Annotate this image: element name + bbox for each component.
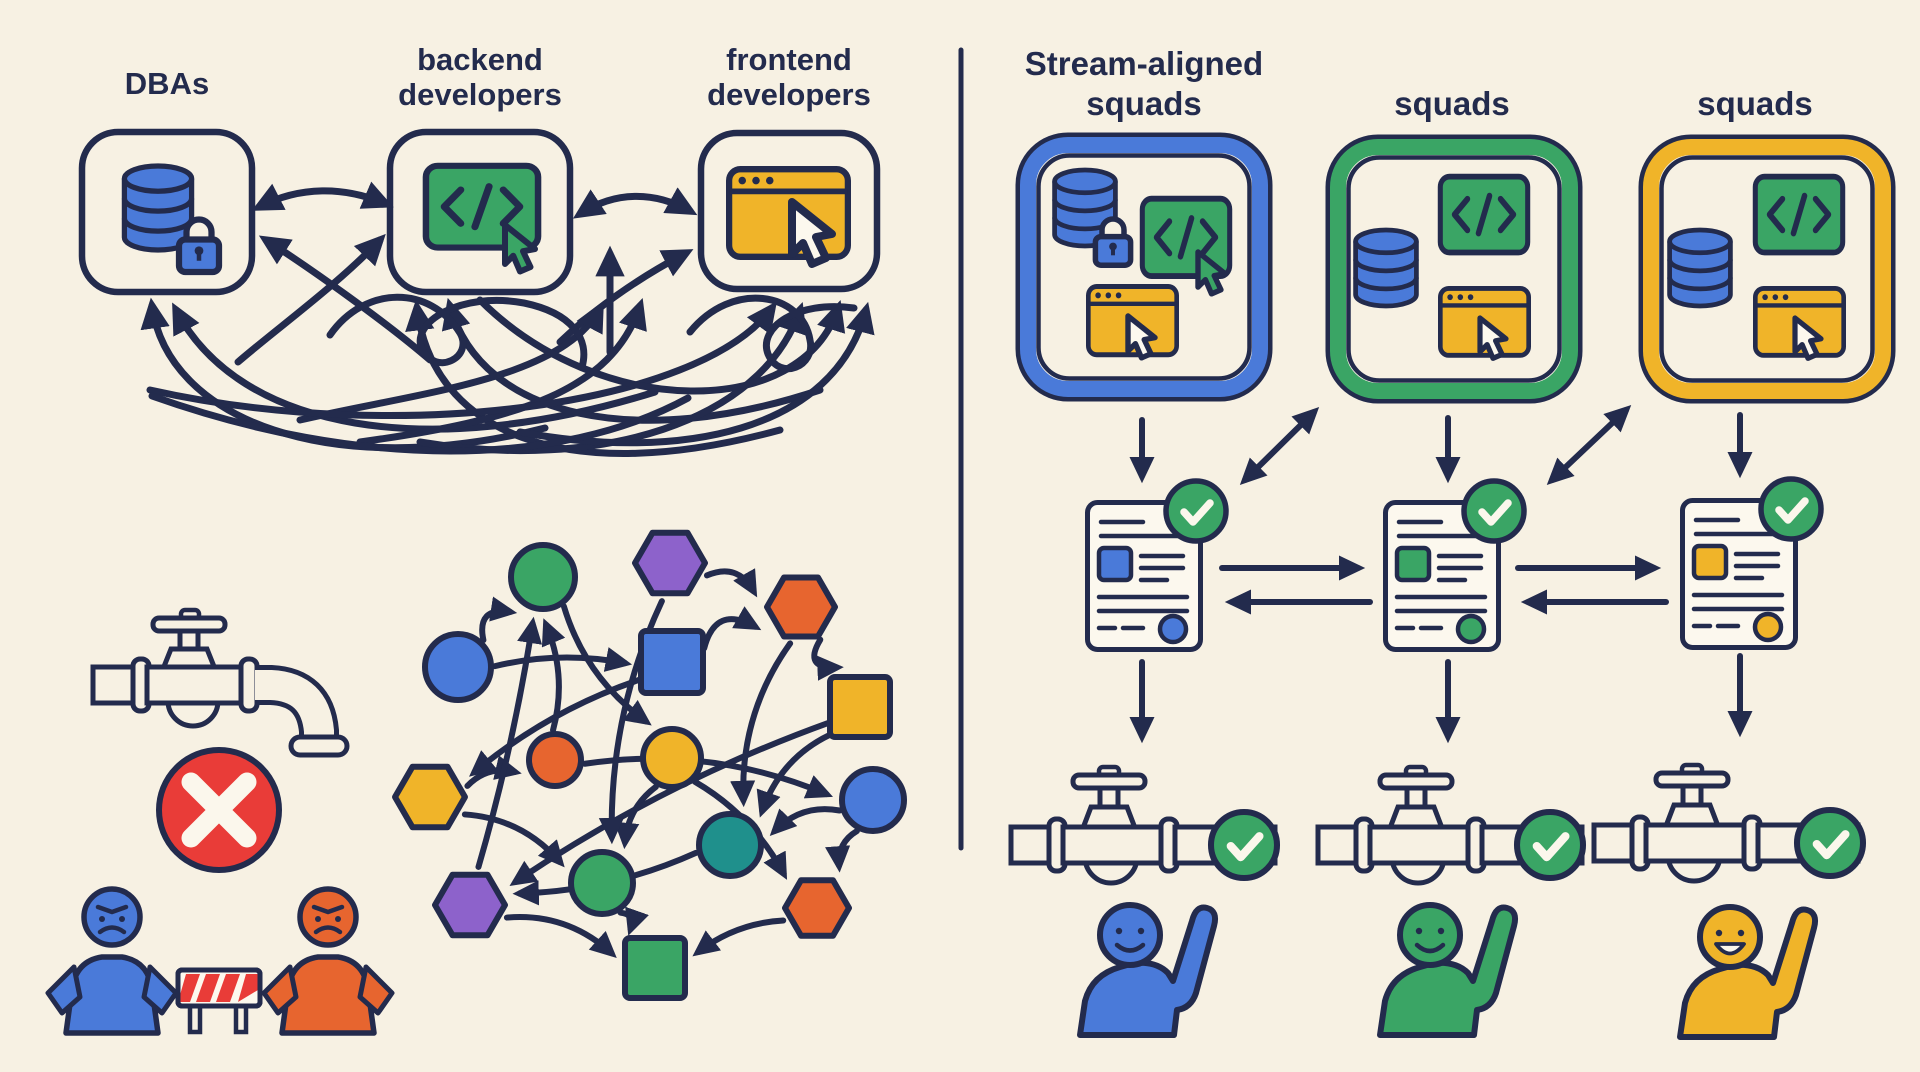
- angry-person-orange: [264, 889, 392, 1033]
- hexagon-node-purple: [432, 871, 508, 939]
- tangled-communication-arrows: [140, 181, 875, 457]
- network-edge-arrow: [730, 640, 794, 808]
- check-icon: [1517, 812, 1583, 878]
- squad-blue-icons: [1055, 170, 1230, 358]
- roadblock-icon: [175, 967, 263, 1035]
- check-icon: [1761, 479, 1821, 539]
- network-edge-arrow: [769, 806, 843, 837]
- hexagon-node-purple: [632, 529, 708, 597]
- hexagon-node-yellow: [392, 763, 468, 831]
- code-icon: [426, 166, 538, 272]
- hexagon-node-orange: [764, 574, 838, 640]
- stream-flow-arrows: [1129, 405, 1753, 744]
- network-edge-arrow: [811, 636, 844, 681]
- red-x-icon: [156, 747, 282, 873]
- square-node-green: [622, 935, 688, 1001]
- squad-green-icons: [1356, 177, 1529, 359]
- network-edge-arrow: [491, 647, 633, 672]
- circle-node-blue: [422, 631, 494, 703]
- team-label-dbas: DBAs: [124, 66, 210, 101]
- network-edge-arrow: [703, 568, 758, 598]
- circle-node-yellow: [640, 726, 704, 790]
- circle-node-blue: [839, 766, 907, 834]
- network-edge-arrow: [541, 618, 566, 734]
- happy-person-green: [1380, 905, 1515, 1035]
- happy-person-yellow: [1680, 907, 1815, 1037]
- network-edge-arrow: [503, 914, 617, 959]
- check-icon: [1797, 810, 1863, 876]
- hexagon-node-orange: [782, 877, 852, 939]
- circle-node-teal: [696, 811, 764, 879]
- network-edge-arrow: [692, 917, 787, 957]
- check-icon: [1464, 481, 1524, 541]
- approved-documents: [1088, 479, 1822, 650]
- circle-node-green: [508, 542, 578, 612]
- angry-person-blue: [48, 889, 176, 1033]
- network-edge-arrow: [617, 906, 649, 936]
- network-edge-arrow: [560, 603, 652, 726]
- circle-node-orange: [526, 731, 584, 789]
- check-icon: [1166, 481, 1226, 541]
- browser-icon: [729, 169, 848, 264]
- network-edge-arrow: [756, 728, 840, 818]
- squad-label-green: squads: [1394, 85, 1510, 122]
- siloed-teams-boxes: [78, 128, 881, 296]
- square-node-blue: [638, 628, 706, 696]
- circle-node-green: [568, 849, 636, 917]
- check-icon: [1211, 812, 1277, 878]
- network-edge-arrow: [701, 606, 762, 652]
- square-node-yellow: [827, 674, 893, 740]
- squad-boxes: [1018, 135, 1893, 401]
- happy-person-blue: [1080, 905, 1215, 1035]
- healthy-pipelines: [1011, 765, 1863, 883]
- squad-yellow-icons: [1670, 177, 1844, 359]
- network-edge-arrow: [825, 828, 860, 873]
- faucet-icon: [90, 607, 350, 758]
- interaction-network: [392, 529, 907, 1001]
- squad-label-yellow: squads: [1697, 85, 1813, 122]
- network-edge-arrow: [461, 811, 565, 868]
- network-edge-arrow: [479, 596, 518, 644]
- database-lock-icon: [124, 166, 219, 272]
